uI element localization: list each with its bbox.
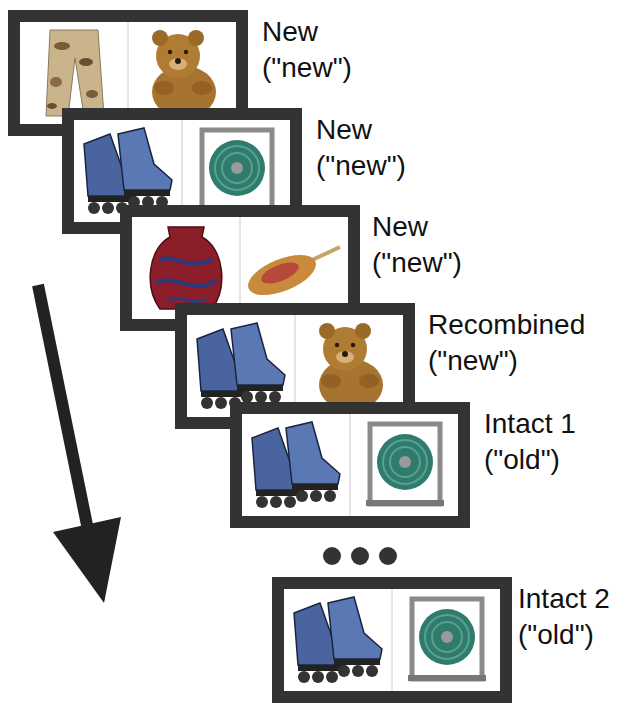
image-frame-node: New ("new") [62, 108, 302, 234]
condition-label: New ("new") [316, 112, 436, 184]
image-frame-node: New ("new") [8, 10, 248, 136]
condition-label: New ("new") [372, 209, 492, 281]
image-frame [272, 577, 512, 703]
image-frame-node: Intact 2 ("old") [272, 577, 512, 703]
image-frame-node: Intact 1 ("old") [230, 402, 470, 528]
image-frame-node: New ("new") [120, 205, 360, 331]
condition-label: Intact 1 ("old") [484, 406, 606, 478]
ellipsis-dots [323, 547, 397, 565]
image-frame-node: Recombined ("new") [175, 303, 415, 429]
condition-label: New ("new") [262, 14, 382, 86]
black-arrow [38, 285, 121, 603]
image-frame [230, 402, 470, 528]
condition-label: Intact 2 ("old") [518, 581, 633, 653]
condition-label: Recombined ("new") [428, 307, 604, 379]
